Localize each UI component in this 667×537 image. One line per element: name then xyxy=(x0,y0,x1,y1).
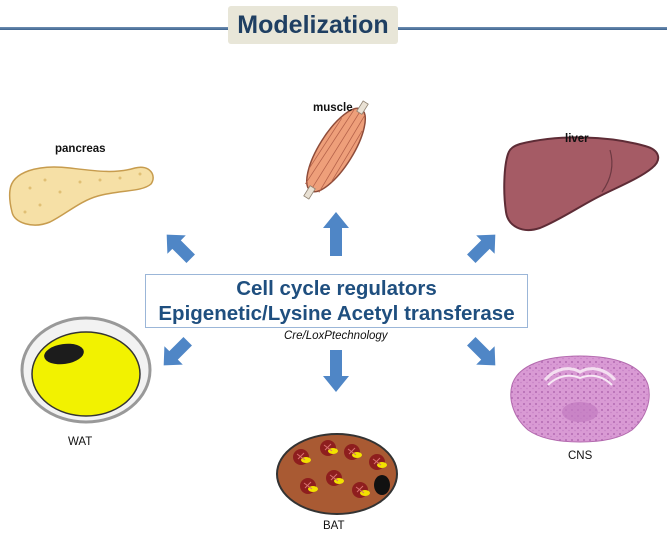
wat-image xyxy=(20,316,152,424)
cns-image xyxy=(510,355,650,443)
arrow-to-pancreas xyxy=(166,234,195,263)
cns-label: CNS xyxy=(568,450,593,462)
page-title: Modelization xyxy=(228,6,398,44)
technology-label: Cre/LoxPtechnology xyxy=(284,330,388,342)
arrow-to-cns xyxy=(467,337,496,366)
center-box: Cell cycle regulators Epigenetic/Lysine … xyxy=(145,274,528,328)
header-rule-left xyxy=(0,27,229,30)
liver-label: liver xyxy=(565,133,589,145)
center-line-1: Cell cycle regulators xyxy=(236,277,437,300)
bat-label: BAT xyxy=(323,520,345,532)
center-line-2: Epigenetic/Lysine Acetyl transferase xyxy=(158,302,515,325)
arrow-to-liver xyxy=(467,234,496,263)
muscle-label: muscle xyxy=(313,102,353,114)
muscle-image xyxy=(303,100,369,200)
pancreas-label: pancreas xyxy=(55,143,106,155)
arrow-to-wat xyxy=(163,337,192,366)
wat-label: WAT xyxy=(68,436,93,448)
bat-image xyxy=(276,433,398,515)
pancreas-image xyxy=(8,166,154,226)
arrow-up-muscle xyxy=(323,212,349,256)
header-rule-right xyxy=(398,27,667,30)
liver-image xyxy=(503,136,660,231)
arrow-down-bat xyxy=(323,350,349,392)
